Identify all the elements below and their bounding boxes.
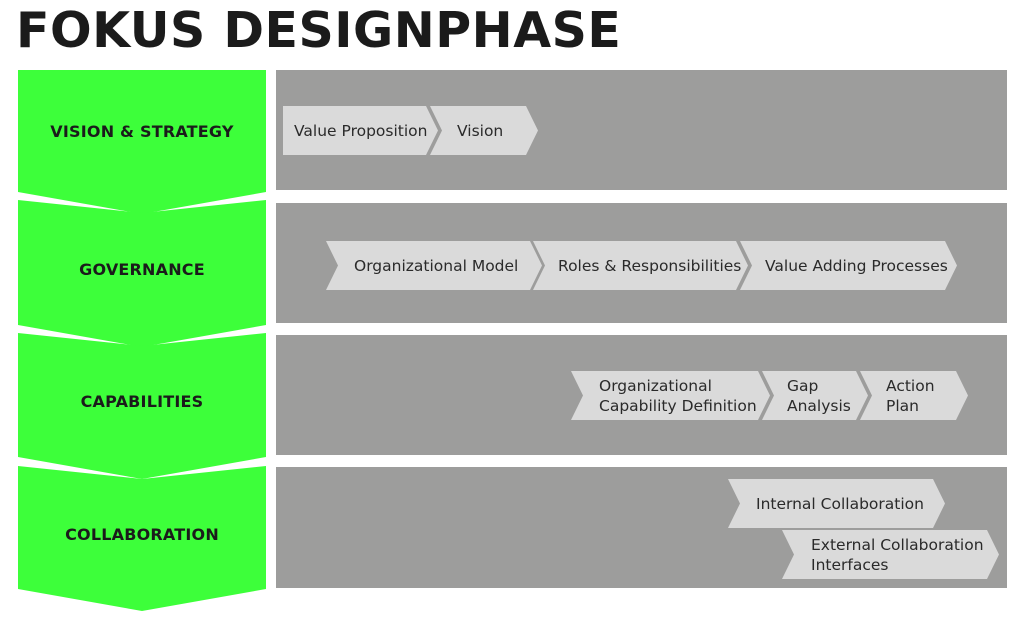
page-title: FOKUS DESIGNPHASE <box>16 2 622 59</box>
phase-label: CAPABILITIES <box>80 392 204 411</box>
phase-chevron-governance: GOVERNANCE <box>18 200 266 347</box>
step-gap-analysis: Gap Analysis <box>762 371 868 420</box>
phase-chevron-capabilities: CAPABILITIES <box>18 333 266 479</box>
step-internal-collaboration: Internal Collaboration <box>728 479 945 528</box>
step-value-adding-processes: Value Adding Processes <box>740 241 957 290</box>
phase-label: GOVERNANCE <box>79 259 205 279</box>
phase-chevron-vision-strategy: VISION & STRATEGY <box>18 70 266 214</box>
step-organizational-model: Organizational Model <box>326 241 542 290</box>
step-roles-responsibilities: Roles & Responsibilities <box>533 241 748 290</box>
step-external-collaboration-interfaces: External Collaboration Interfaces <box>782 530 999 579</box>
step-value-proposition: Value Proposition <box>283 106 438 155</box>
step-vision: Vision <box>430 106 538 155</box>
phase-label: VISION & STRATEGY <box>50 121 234 141</box>
phase-chevron-collaboration: COLLABORATION <box>18 466 266 611</box>
step-organizational-capability-definition: Organizational Capability Definition <box>571 371 770 420</box>
phase-label: COLLABORATION <box>65 524 219 544</box>
step-action-plan: Action Plan <box>860 371 968 420</box>
